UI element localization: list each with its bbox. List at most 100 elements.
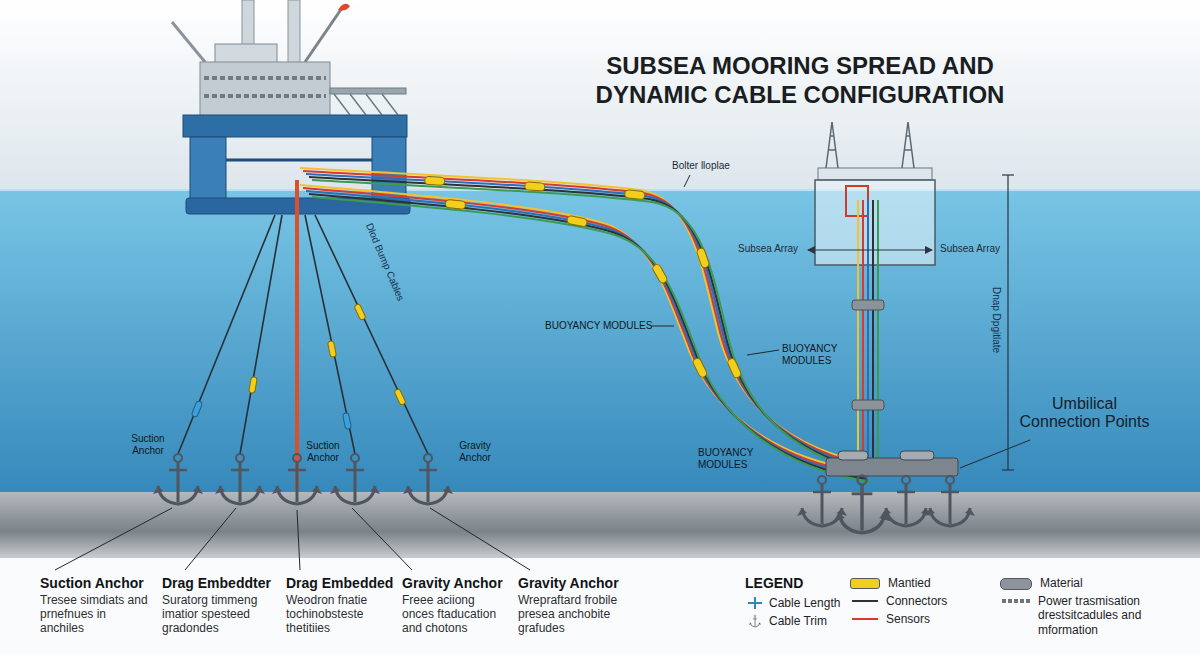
anchors xyxy=(215,454,265,504)
platform xyxy=(330,88,406,94)
buoyancy-module xyxy=(566,215,587,227)
legend-symbol xyxy=(748,597,762,609)
subsea-structure xyxy=(902,122,914,168)
vertical-bundle xyxy=(852,200,884,462)
legend-symbol xyxy=(749,615,761,627)
line-markers xyxy=(191,303,406,429)
leader-lines xyxy=(684,175,690,187)
legend-title: LEGEND xyxy=(745,575,803,591)
dimension-label: Dnap Dpgitlate xyxy=(990,287,1002,353)
anchors xyxy=(881,476,931,526)
leader-lines xyxy=(430,508,530,570)
anchor-label: Gravity Anchor xyxy=(453,440,497,463)
buoyancy-module xyxy=(692,357,708,378)
platform xyxy=(215,44,277,64)
riser xyxy=(295,180,299,490)
callout-label: BUOYANCY MODULES xyxy=(698,447,763,470)
manifold xyxy=(900,451,934,460)
anchors xyxy=(153,454,203,504)
dimension-lines xyxy=(1002,174,1014,175)
vertical-bundle xyxy=(862,200,864,462)
leader-lines xyxy=(297,510,300,570)
callout-label: Subsea Array xyxy=(940,243,1006,255)
legend-item: Cable Length xyxy=(745,596,840,610)
platform xyxy=(190,137,226,205)
leader-lines xyxy=(652,326,674,327)
legend-symbol xyxy=(745,614,765,628)
cable-bundles xyxy=(300,168,860,462)
background xyxy=(0,558,1200,654)
buoyancy-modules xyxy=(425,176,742,378)
callout-label: BUOYANCY MODULES xyxy=(782,343,847,366)
vertical-bundle xyxy=(867,200,869,462)
diagram-title: SUBSEA MOORING SPREAD AND DYNAMIC CABLE … xyxy=(562,52,1038,110)
vertical-bundle xyxy=(877,200,879,462)
subsea-structure xyxy=(815,122,935,265)
column-heading: Drag Embeddter xyxy=(162,575,271,591)
dimension-lines xyxy=(808,175,1014,470)
column-text: Freee aciiong onces ftaducation and chot… xyxy=(402,594,510,635)
legend-symbol xyxy=(1000,594,1034,608)
legend-symbol xyxy=(745,596,765,610)
line-markers xyxy=(191,400,203,417)
subsea-structure xyxy=(818,168,932,180)
legend-item: Connectors xyxy=(850,594,947,608)
legend-swatch xyxy=(850,578,880,589)
column-text: Suratorg timmeng imatior spesteed gradon… xyxy=(162,594,274,635)
cable-bundles xyxy=(300,168,872,482)
buoyancy-module xyxy=(624,190,645,200)
anchors xyxy=(403,454,453,504)
line-markers xyxy=(354,303,366,320)
leader-lines xyxy=(185,508,236,570)
subsea-structure xyxy=(815,180,935,265)
legend-text: Cable Length xyxy=(769,596,840,610)
callout-label: Dlod Bump Cables xyxy=(363,221,406,302)
platform xyxy=(200,62,330,117)
cable-bundles xyxy=(303,188,861,473)
anchor-label: Suction Anchor xyxy=(302,440,344,463)
legend-item: Power trasmisation drestsitcadules and m… xyxy=(1000,594,1168,637)
subsea-structure xyxy=(826,122,838,168)
callout-label: Bolter lloplae xyxy=(672,160,752,172)
platform xyxy=(305,8,342,62)
dimension-lines xyxy=(1007,175,1008,470)
mooring-lines xyxy=(315,215,428,454)
legend-symbol xyxy=(749,615,761,627)
cable-bundles xyxy=(303,171,863,465)
column-heading: Gravity Anchor xyxy=(402,575,503,591)
callout-label: Umbilical Connection Points xyxy=(1012,395,1157,432)
buoyancy-module xyxy=(727,357,742,379)
legend-item: Sensors xyxy=(850,612,930,626)
leader-lines xyxy=(55,175,1030,570)
legend-symbol xyxy=(754,597,756,609)
legend-symbol xyxy=(852,618,878,620)
dimension-lines xyxy=(1002,469,1014,470)
mooring-lines xyxy=(240,215,282,454)
legend-text: Connectors xyxy=(886,594,947,608)
manifold xyxy=(838,451,868,460)
legend-item: Material xyxy=(1000,576,1083,590)
legend-swatch xyxy=(1000,578,1032,590)
legend-text: Material xyxy=(1040,576,1083,590)
vertical-bundle xyxy=(852,300,884,310)
legend-symbol xyxy=(850,594,882,608)
column-text: Wrepraftard frobile presea anchobite gra… xyxy=(518,594,630,635)
buoyancy-module xyxy=(525,182,545,191)
dimension-lines xyxy=(808,249,932,250)
legend-text: Cable Trim xyxy=(769,614,827,628)
anchor-label: Suction Anchor xyxy=(126,433,170,456)
column-heading: Drag Embedded xyxy=(286,575,393,591)
line-markers xyxy=(327,341,336,358)
legend-text: Power trasmisation drestsitcadules and m… xyxy=(1038,594,1168,637)
legend-symbol xyxy=(850,612,882,626)
buoyancy-module xyxy=(696,247,710,269)
leader-lines xyxy=(55,508,172,570)
cable-bundles xyxy=(306,191,864,476)
background xyxy=(0,0,1200,192)
line-markers xyxy=(249,377,258,394)
background xyxy=(0,190,1200,492)
legend-text: Mantied xyxy=(888,576,931,590)
cable-bundles xyxy=(309,194,867,479)
legend-text: Sensors xyxy=(886,612,930,626)
